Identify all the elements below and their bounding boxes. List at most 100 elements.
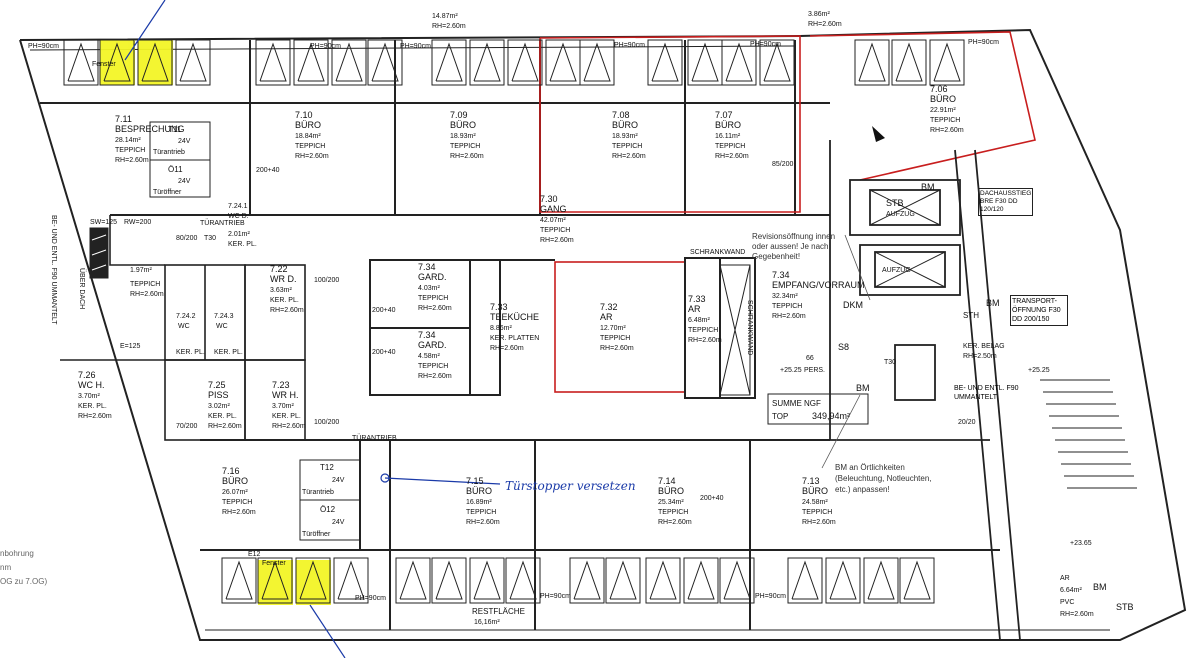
restflaeche-area: 16,16m² [474, 619, 500, 626]
window-symbol [371, 42, 399, 82]
window-symbol [399, 560, 427, 600]
aufzug-label: AUFZUG [882, 267, 911, 274]
room-floor: TEPPICH [115, 147, 145, 154]
door-label: 200+40 [372, 307, 396, 314]
fenster-label: Fenster [92, 61, 116, 68]
room-area: 3.70m² [272, 403, 294, 410]
window-element [221, 557, 257, 604]
tuerantrieb-label: TÜRANTRIEB [352, 434, 397, 442]
wcd-name: WC D. [228, 213, 249, 220]
window-symbol [261, 560, 289, 600]
room-rh: RH=2.60m [540, 237, 574, 244]
control-desc: Türöffner [302, 531, 331, 538]
ueber-dach: ÜBER DACH [78, 268, 86, 309]
be-ent-right: BE- UND ENTL. F90 UMMANTELT [954, 385, 1019, 401]
window-element [569, 557, 605, 604]
room-rh: RH=2.60m [688, 337, 722, 344]
window-symbol [895, 42, 923, 82]
room-area: 6.48m² [688, 317, 710, 324]
door-label: 85/200 [772, 161, 794, 168]
window-symbol [763, 42, 791, 82]
room-area: 28.14m² [115, 137, 141, 144]
window-symbol [141, 42, 169, 82]
window-element [891, 39, 927, 86]
ph-label: PH=90cm [355, 595, 386, 602]
room-id: 7.08 [612, 110, 630, 120]
room-rh: RH=2.60m [418, 373, 452, 380]
room-name: BÜRO [450, 120, 476, 130]
window-element [255, 39, 291, 86]
window-symbol [649, 560, 677, 600]
window-element [431, 39, 467, 86]
summary-box [767, 393, 869, 425]
bm-label: BM [1093, 582, 1107, 592]
text-layer: 14.87m² RH=2.60m 3.86m² RH=2.60m PH=90cm… [0, 11, 1134, 626]
window-symbol [473, 560, 501, 600]
level-mark: +25.25 [780, 367, 802, 374]
ph-label: PH=90cm [614, 42, 645, 49]
room-floor: KER. PL. [270, 297, 299, 304]
room-name: BÜRO [658, 486, 684, 496]
room-rh: RH=2.60m [490, 345, 524, 352]
room-rh: RH=2.60m [270, 307, 304, 314]
summary-top-label: TOP [772, 412, 788, 421]
sth-rh: RH=2.50m [963, 353, 997, 360]
window-symbol [335, 42, 363, 82]
control-desc: Türantrieb [153, 149, 185, 156]
room-area: 8.86m² [490, 325, 512, 332]
room-area: 18.84m² [295, 133, 321, 140]
summary-value: 349,94m² [812, 411, 850, 421]
room-id: 7.23 [272, 380, 290, 390]
room-area: 22.91m² [930, 107, 956, 114]
margin-text: OG zu 7.OG) [0, 577, 47, 586]
ph-label: PH=90cm [540, 593, 571, 600]
room-floor: TEPPICH [612, 143, 642, 150]
schrankwand-hatch [89, 227, 109, 279]
window-symbol [259, 42, 287, 82]
e12-label: E12 [248, 551, 261, 558]
ht-area: 1.97m² [130, 267, 152, 274]
room-area: 3.70m² [78, 393, 100, 400]
persons-label: PERS. [804, 367, 825, 374]
room-name: EMPFANG/VORRAUM [772, 280, 865, 290]
room-name: TEEKÜCHE [490, 312, 539, 322]
room-floor: TEPPICH [930, 117, 960, 124]
dkm-label: DKM [843, 300, 863, 310]
window-element [721, 39, 757, 86]
room-name: BÜRO [930, 94, 956, 104]
room-id: 7.10 [295, 110, 313, 120]
room-rh: RH=2.60m [450, 153, 484, 160]
note-leader-lines [821, 234, 871, 469]
room-area: 24.58m² [802, 499, 828, 506]
ph-label: PH=90cm [750, 41, 781, 48]
room-id: 7.34 [418, 262, 436, 272]
ar-small-floor: PVC [1060, 599, 1074, 606]
window-symbol [903, 560, 931, 600]
window-element [645, 557, 681, 604]
bm-label: BM [986, 298, 1000, 308]
be-ent-left: BE- UND ENTL. F90 UMMANTELT [50, 215, 57, 325]
window-symbol [725, 42, 753, 82]
room-id: 7.22 [270, 264, 288, 274]
room-id: 7.25 [208, 380, 226, 390]
window-symbol [511, 42, 539, 82]
room-name: BÜRO [222, 476, 248, 486]
room-area: 26.07m² [222, 489, 248, 496]
room-floor: TEPPICH [450, 143, 480, 150]
room-floor: KER. PL. [208, 413, 237, 420]
room-id: 7.33 [490, 302, 508, 312]
margin-text: nbohrung [0, 549, 34, 558]
window-element [863, 557, 899, 604]
room-area: 4.03m² [418, 285, 440, 292]
room-floor: TEPPICH [418, 295, 448, 302]
window-symbol [573, 560, 601, 600]
window-element [505, 557, 541, 604]
window-symbol [791, 560, 819, 600]
room-rh: RH=2.60m [78, 413, 112, 420]
transport-label: TRANSPORT- ÖFFNUNG F30 DD 200/150 [1010, 295, 1068, 326]
ph-label: PH=90cm [310, 43, 341, 50]
room-floor: TEPPICH [802, 509, 832, 516]
room-name: AR [688, 304, 701, 314]
revision-note: Revisionsöffnung innen oder aussen! Je n… [752, 232, 836, 261]
fenster-label: Fenster [262, 560, 286, 567]
